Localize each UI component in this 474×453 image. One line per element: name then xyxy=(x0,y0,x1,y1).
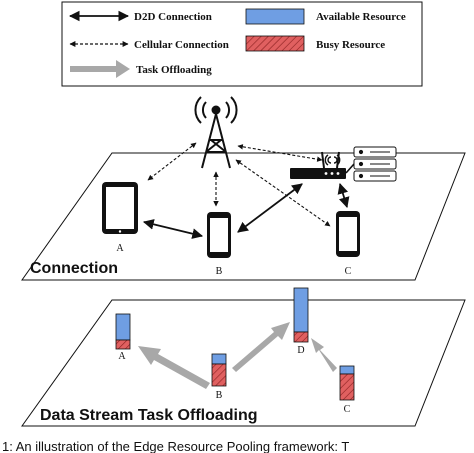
wifi-icon xyxy=(324,154,341,166)
offload-arrow-b-to-a xyxy=(138,346,210,389)
available-segment xyxy=(293,287,309,333)
cellular-link-tower-a xyxy=(147,142,197,181)
legend: D2D Connection Cellular Connection Task … xyxy=(61,1,423,87)
resource-bar-d xyxy=(293,287,309,343)
cellular-link-tower-router xyxy=(237,144,323,162)
d2d-legend-label: D2D Connection xyxy=(134,11,212,23)
node-a-label: A xyxy=(118,351,126,362)
busy-segment xyxy=(115,339,131,350)
offload-arrow-b-to-d xyxy=(232,322,290,372)
node-b-label: B xyxy=(216,390,223,401)
node-c-label: C xyxy=(344,404,351,415)
phone-c-icon xyxy=(336,211,360,257)
node-d-label: D xyxy=(297,345,304,356)
busy-segment xyxy=(293,331,309,343)
available-legend-label: Available Resource xyxy=(316,11,406,23)
server-stack-icon xyxy=(353,146,397,182)
resource-bar-c xyxy=(339,365,355,401)
d2d-link-router-c xyxy=(337,182,350,209)
d2d-link-b-router xyxy=(237,183,303,233)
busy-legend-swatch xyxy=(245,35,305,52)
offload-arrow-c-to-d xyxy=(311,338,337,372)
tablet-a-icon xyxy=(102,182,138,234)
router-server-link xyxy=(345,163,355,174)
busy-segment xyxy=(339,373,355,401)
d2d-link-a-b xyxy=(142,219,204,239)
offloading-plane-title: Data Stream Task Offloading xyxy=(40,407,258,424)
offloading-legend-arrow xyxy=(70,60,130,78)
resource-bar-b xyxy=(211,353,227,387)
cell-tower-icon xyxy=(194,96,238,169)
busy-segment xyxy=(211,363,227,387)
offloading-legend-label: Task Offloading xyxy=(136,64,212,76)
connection-plane: Connection xyxy=(21,96,466,281)
available-segment xyxy=(115,313,131,341)
figure-caption: 1: An illustration of the Edge Resource … xyxy=(2,439,349,453)
device-c-label: C xyxy=(345,266,352,277)
busy-legend-label: Busy Resource xyxy=(316,39,385,51)
available-segment xyxy=(211,353,227,365)
device-b-label: B xyxy=(216,266,223,277)
available-segment xyxy=(339,365,355,375)
resource-bar-a xyxy=(115,313,131,350)
cellular-legend-label: Cellular Connection xyxy=(134,39,229,51)
offloading-plane: Data Stream Task Offloading A B D C xyxy=(21,287,466,427)
available-legend-swatch xyxy=(245,8,305,25)
phone-b-icon xyxy=(207,212,231,258)
connection-plane-title: Connection xyxy=(30,260,118,277)
device-a-label: A xyxy=(116,243,124,254)
